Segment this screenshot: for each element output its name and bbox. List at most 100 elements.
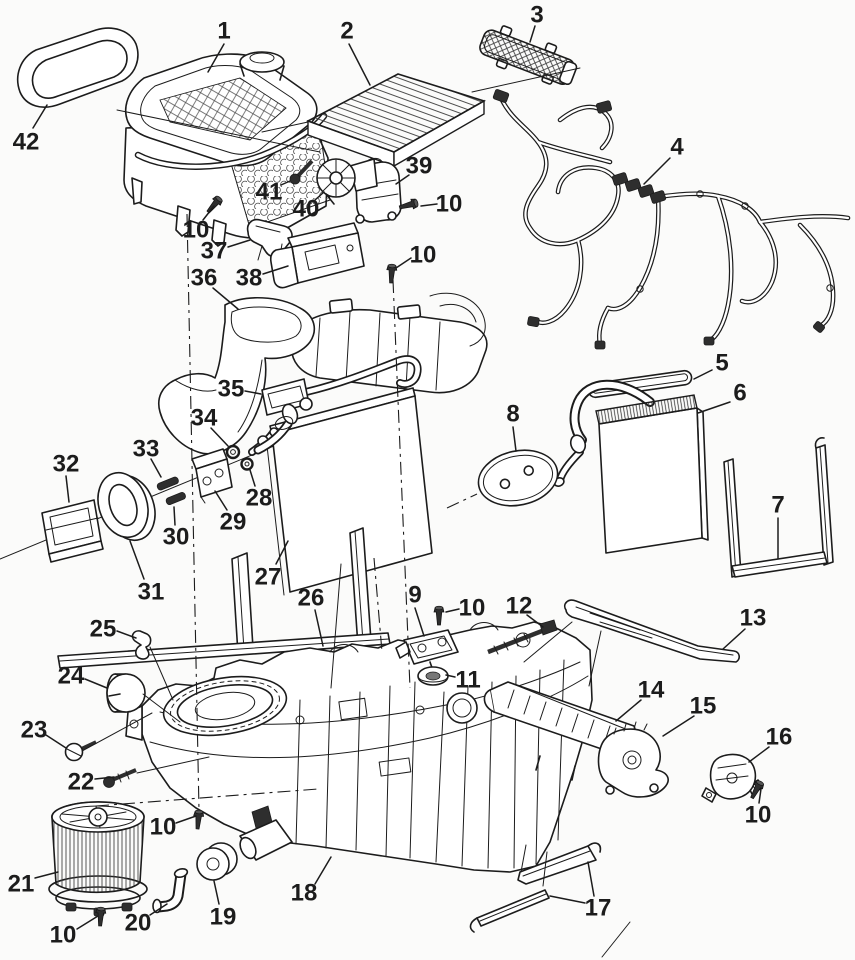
callout-leader-10: [175, 815, 197, 824]
callout-label-34: 34: [191, 405, 218, 432]
callout-leader-38: [262, 265, 289, 275]
callout-label-16: 16: [766, 724, 793, 751]
callout-label-3: 3: [530, 2, 543, 29]
callout-leader-13: [722, 628, 746, 650]
callout-label-8: 8: [506, 401, 519, 428]
callout-label-11: 11: [455, 667, 480, 694]
callout-label-29: 29: [220, 509, 247, 536]
callout-leader-35: [244, 390, 262, 395]
callout-label-10: 10: [183, 217, 210, 244]
callout-label-26: 26: [298, 585, 325, 612]
callout-label-30: 30: [163, 524, 190, 551]
callout-leader-32: [65, 475, 70, 503]
part-3-inlet-grille-cover-drawing: [479, 25, 578, 86]
callout-leader-22: [94, 776, 115, 780]
callout-label-18: 18: [291, 880, 318, 907]
callout-label-41: 41: [256, 179, 283, 206]
alignment-lines: [81, 67, 631, 958]
callout-leader-29: [214, 490, 228, 511]
callout-leader-24: [84, 678, 108, 689]
part-31-32-grommet-cover-drawing: [41, 471, 156, 563]
part-25-clip-drawing: [131, 630, 152, 660]
part-22-screw-drawing: [103, 768, 137, 788]
callout-leader-39: [395, 174, 410, 185]
callout-leader-10: [758, 788, 762, 804]
callout-label-17: 17: [585, 895, 612, 922]
callout-label-33: 33: [133, 436, 160, 463]
callout-leader-17: [549, 895, 586, 904]
callout-label-10: 10: [410, 242, 437, 269]
callout-leader-17: [587, 861, 595, 897]
callout-label-40: 40: [293, 196, 320, 223]
callout-label-19: 19: [210, 904, 237, 931]
callout-label-22: 22: [68, 769, 95, 796]
callout-leader-40: [314, 191, 325, 201]
part-1-inlet-housing-drawing: [123, 51, 331, 247]
callout-label-25: 25: [90, 616, 117, 643]
callout-leader-1: [207, 43, 225, 73]
part-42-gasket-drawing: [16, 27, 139, 108]
callout-leader-10: [420, 203, 438, 207]
mid-case-drawing: [291, 292, 488, 394]
part-17-strips-drawing: [469, 842, 602, 933]
callout-label-10: 10: [50, 922, 77, 949]
part-23-fastener-drawing: [64, 740, 97, 762]
harness-connectors: [492, 89, 834, 350]
part-12-bolt-drawing: [487, 619, 558, 655]
callout-label-31: 31: [138, 579, 165, 606]
evap-tube-fitting-drawing: [253, 397, 313, 455]
callout-leader-21: [34, 871, 59, 879]
part-29-expansion-valve-drawing: [191, 448, 233, 504]
callout-leader-26: [314, 609, 324, 647]
callout-label-6: 6: [733, 380, 746, 407]
callout-leader-41: [280, 180, 291, 186]
callout-label-20: 20: [125, 910, 152, 937]
part-15-actuator-drawing: [597, 721, 669, 798]
callout-label-23: 23: [21, 717, 48, 744]
part-8-retainer-plate-drawing: [477, 449, 559, 507]
callout-label-14: 14: [638, 677, 665, 704]
callout-leader-16: [748, 746, 770, 763]
part-7-bracket-drawing: [723, 437, 834, 578]
callout-label-27: 27: [255, 564, 282, 591]
part-13-cowl-panel-drawing: [563, 599, 740, 663]
callout-leader-10: [202, 205, 215, 221]
part-20-drain-elbow-drawing: [152, 867, 189, 914]
part-27-evaporator-drawing: [248, 387, 433, 596]
callout-label-39: 39: [406, 153, 433, 180]
callout-label-36: 36: [191, 265, 218, 292]
callout-label-38: 38: [236, 265, 263, 292]
callout-label-10: 10: [745, 802, 772, 829]
callout-leader-30: [173, 506, 176, 526]
part-19-grommet-drawing: [196, 842, 238, 881]
callout-leader-10: [76, 915, 99, 930]
part-6-heater-core-drawing: [553, 379, 709, 554]
callout-leader-4: [643, 157, 671, 185]
callout-label-4: 4: [670, 134, 684, 161]
callout-leader-27: [275, 540, 289, 565]
callout-label-10: 10: [459, 595, 486, 622]
callout-leader-6: [697, 401, 731, 414]
callout-leader-31: [129, 540, 145, 580]
callout-label-37: 37: [201, 238, 228, 265]
callout-leader-9: [414, 607, 425, 637]
callout-label-9: 9: [408, 582, 421, 609]
callout-label-24: 24: [58, 663, 85, 690]
callout-leader-34: [210, 427, 229, 447]
callout-label-32: 32: [53, 451, 80, 478]
callout-leader-42: [32, 104, 48, 129]
callout-label-21: 21: [8, 871, 35, 898]
callout-label-15: 15: [690, 693, 717, 720]
callout-leader-18: [314, 856, 332, 885]
part-33-30-pins-drawing: [156, 476, 186, 506]
callout-label-28: 28: [246, 485, 273, 512]
callout-leader-10: [445, 608, 460, 613]
part-4-wiring-harness-drawing: [492, 89, 851, 350]
callout-leader-25: [116, 630, 137, 639]
part-24-damper-drawing: [106, 673, 146, 713]
part-34-28-orings-drawing: [225, 444, 254, 471]
part-41-screw-drawing: [289, 159, 314, 185]
